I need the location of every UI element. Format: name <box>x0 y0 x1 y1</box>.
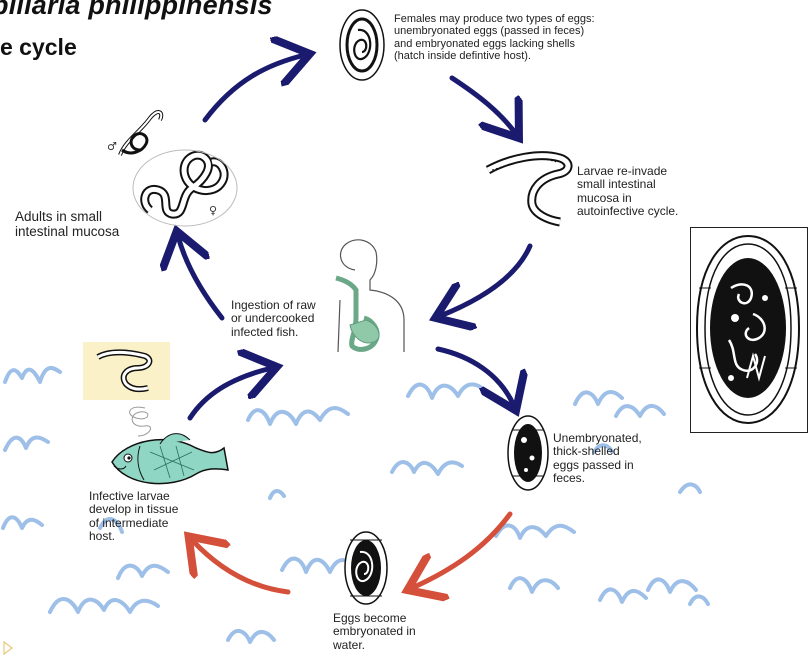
arrow-human-to-feces-egg <box>438 349 514 406</box>
arrow-water-egg-to-fish <box>192 540 288 592</box>
human-digestive-icon <box>336 240 404 352</box>
label-larvae-reinvade: Larvae re-invade small intestinal mucosa… <box>577 165 678 219</box>
egg-unembryonated-icon <box>508 416 548 490</box>
female-symbol: ♀ <box>209 204 217 217</box>
arrow-feces-to-water-egg <box>412 514 510 588</box>
play-icon <box>4 642 12 654</box>
arrow-adults-to-eggs <box>205 55 305 120</box>
fish-icon <box>112 434 228 484</box>
label-eggs-embryonated: Eggs become embryonated in water. <box>333 612 416 652</box>
arrow-eggs-to-larvae <box>452 78 516 134</box>
arrow-human-to-adults <box>178 236 222 318</box>
label-ingestion: Ingestion of raw or undercooked infected… <box>231 299 316 339</box>
egg-water-icon <box>345 532 387 604</box>
egg-zoom-panel <box>690 227 808 433</box>
egg-embryonated-icon <box>340 10 384 80</box>
adult-worms-icon <box>120 112 237 226</box>
label-infective-larvae: Infective larvae develop in tissue of in… <box>89 490 178 544</box>
egg-zoom-icon <box>691 228 806 431</box>
page-title: pillaria philippinensis <box>0 0 273 21</box>
label-females-eggs: Females may produce two types of eggs: u… <box>394 13 595 62</box>
male-symbol: ♂ <box>107 140 117 153</box>
page-subtitle: e cycle <box>0 34 77 61</box>
larva-coil-icon <box>130 407 151 436</box>
label-adults: Adults in small intestinal mucosa <box>15 209 119 239</box>
larva-icon <box>488 156 568 222</box>
arrow-larvae-to-human <box>440 246 530 316</box>
cycle-arrows <box>178 55 530 418</box>
label-unembryonated: Unembryonated, thick-shelled eggs passed… <box>553 432 642 486</box>
